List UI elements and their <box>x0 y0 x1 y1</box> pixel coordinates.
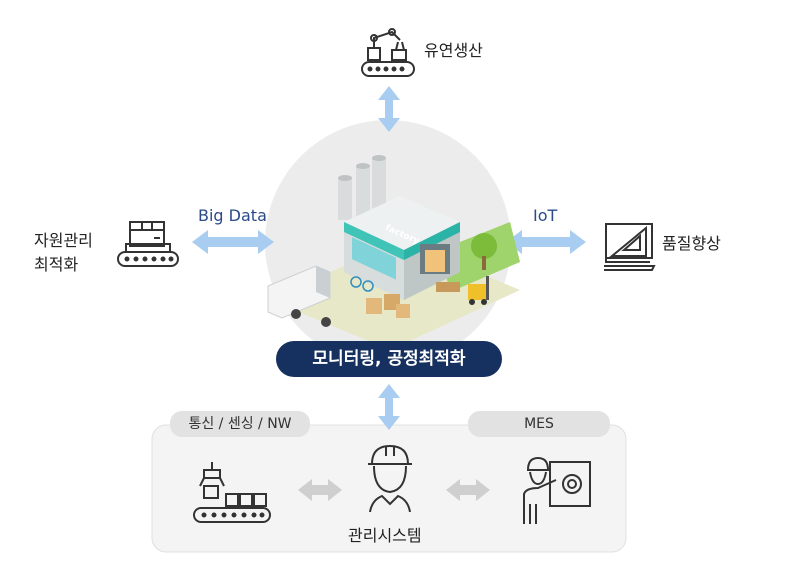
monitoring-optimization-badge: 모니터링, 공정최적화 <box>276 341 502 377</box>
big-data-label: Big Data <box>198 206 267 225</box>
communication-sensing-pill: 통신 / 센싱 / NW <box>170 411 310 437</box>
factory-illustration <box>267 155 520 350</box>
arrow-top-bidirectional <box>378 86 400 132</box>
worker-helmet-icon <box>368 444 412 513</box>
resource-management-label-line2: 최적화 <box>34 255 79 274</box>
flexible-production-label: 유연생산 <box>424 41 483 60</box>
resource-management-label-line1: 자원관리 <box>34 231 93 250</box>
arrow-bottom-bidirectional <box>378 384 400 430</box>
arrow-panel-right <box>446 479 490 501</box>
presenter-gear-icon <box>523 456 591 524</box>
gripper-conveyor-icon <box>193 462 271 523</box>
quality-improvement-label: 품질향상 <box>662 234 721 253</box>
management-system-title: 관리시스템 <box>348 526 422 545</box>
iot-label: IoT <box>533 206 558 225</box>
arrow-panel-left <box>298 479 342 501</box>
robot-arm-icon <box>361 28 415 77</box>
arrow-right-bidirectional <box>506 230 586 254</box>
blueprint-ruler-icon <box>604 223 656 271</box>
box-conveyor-icon <box>117 221 179 267</box>
mes-pill: MES <box>468 411 610 437</box>
arrow-left-bidirectional <box>192 230 274 254</box>
